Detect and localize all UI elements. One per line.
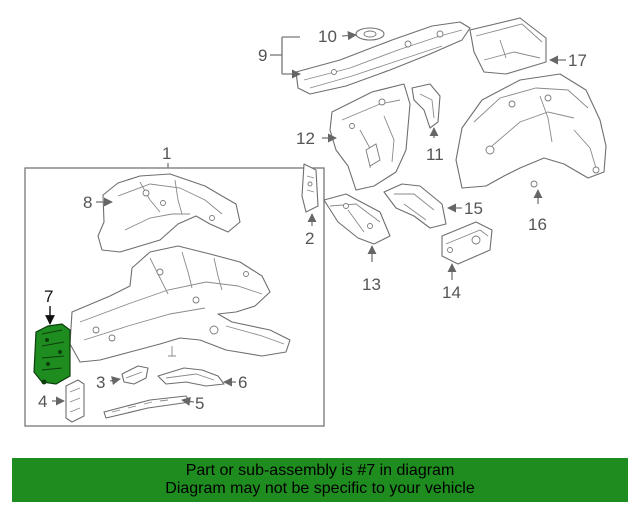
callout-8[interactable]: 8: [83, 193, 92, 212]
frame-rail-assembly: [69, 245, 291, 363]
callout-7[interactable]: 7: [44, 287, 53, 306]
part-4-bracket[interactable]: [65, 379, 85, 423]
part-12-panel[interactable]: [329, 83, 411, 191]
part-14-bracket[interactable]: [441, 221, 493, 265]
part-2-bracket[interactable]: [301, 163, 319, 213]
banner-line-1: Part or sub-assembly is #7 in diagram: [185, 462, 455, 479]
parts-diagram: 1 8 7: [24, 17, 607, 427]
part-10-grommet[interactable]: [355, 27, 385, 41]
part-15-gusset[interactable]: [383, 183, 447, 229]
callout-3[interactable]: 3: [96, 373, 105, 392]
part-13-crossmember[interactable]: [323, 193, 391, 245]
part-11-bracket[interactable]: [411, 83, 441, 129]
callout-17[interactable]: 17: [568, 51, 587, 70]
part-7-highlighted[interactable]: [33, 323, 71, 385]
part-5-strip[interactable]: [103, 395, 191, 419]
part-17-box[interactable]: [469, 17, 547, 75]
callout-5[interactable]: 5: [195, 394, 204, 413]
callout-11[interactable]: 11: [426, 145, 444, 164]
callout-14[interactable]: 14: [442, 283, 461, 302]
info-banner: Part or sub-assembly is #7 in diagram Di…: [12, 458, 628, 502]
callout-16[interactable]: 16: [528, 215, 547, 234]
part-16-wheelhouse[interactable]: [455, 73, 607, 189]
callout-6[interactable]: 6: [238, 373, 247, 392]
assembly-box: [24, 167, 325, 427]
part-6-reinforcement[interactable]: [157, 367, 225, 387]
part-3-bracket[interactable]: [121, 365, 149, 385]
callout-12[interactable]: 12: [296, 129, 315, 148]
callout-1[interactable]: 1: [162, 144, 171, 163]
banner-line-2: Diagram may not be specific to your vehi…: [165, 480, 475, 497]
callout-2[interactable]: 2: [305, 229, 314, 248]
callout-10[interactable]: 10: [318, 27, 337, 46]
callout-4[interactable]: 4: [38, 392, 47, 411]
part-8-wheelhouse[interactable]: [97, 173, 241, 253]
part-9-upper-rail[interactable]: [295, 21, 471, 95]
callout-15[interactable]: 15: [464, 199, 483, 218]
callout-13[interactable]: 13: [362, 275, 381, 294]
callout-9[interactable]: 9: [258, 46, 267, 65]
